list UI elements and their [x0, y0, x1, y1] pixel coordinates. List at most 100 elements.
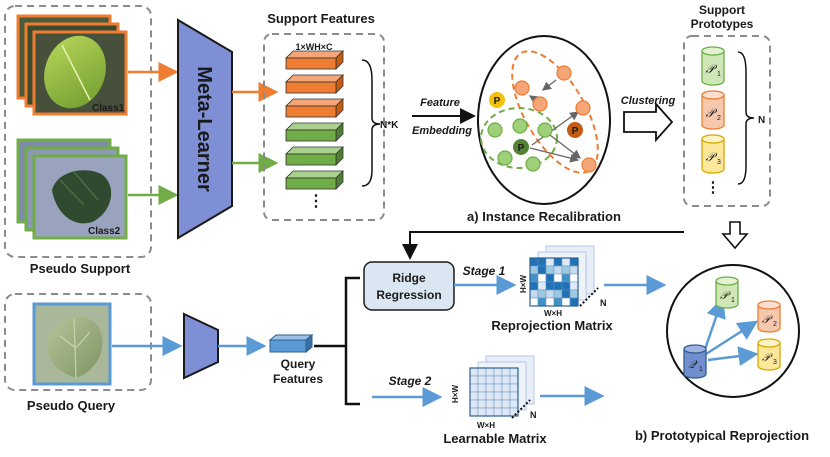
feature-bar [285, 170, 344, 190]
svg-text:P: P [518, 143, 525, 154]
matrix-cell [529, 297, 539, 307]
matrix-cell [537, 273, 547, 283]
reproj-proto-3: 𝒫 3 [757, 338, 781, 371]
reprojection-matrix: H×W W×H N Reprojection Matrix [491, 245, 613, 333]
matrix-cell [553, 281, 563, 291]
feature-label: Feature [420, 97, 460, 109]
support-prototypes-title-2: Prototypes [691, 17, 754, 31]
n-label: N [758, 115, 765, 126]
instance-recalibration-panel: P P P a) Instance Recalibration [467, 35, 621, 224]
support-features-title: Support Features [267, 11, 375, 26]
matrix-cell [509, 407, 519, 417]
matrix-cell [553, 297, 563, 307]
feature-bar [285, 98, 344, 118]
matrix-cell [509, 391, 519, 401]
matrix-cell [469, 383, 479, 393]
green-cluster-boundary [480, 107, 558, 169]
matrix-cell [553, 257, 563, 267]
feature-ellipsis: ⋮ [308, 193, 324, 210]
matrix-cell [569, 273, 579, 283]
p-marker-orange: P [567, 122, 583, 138]
svg-text:2: 2 [717, 115, 721, 122]
matrix-cell [477, 383, 487, 393]
matrix-cell [469, 367, 479, 377]
svg-text:1: 1 [717, 71, 721, 78]
prototypical-reprojection-panel: 𝒫 1 𝒫 2 𝒫 3 𝒬 1 b) Prototypical Reprojec… [635, 264, 809, 443]
matrix-cell [545, 281, 555, 291]
ridge-label-2: Regression [376, 288, 441, 302]
feature-bar [285, 74, 344, 94]
matrix-cell [561, 297, 571, 307]
prototype-to-ridge-connector [402, 231, 684, 260]
feature-dim-label: 1×WH×C [295, 42, 333, 52]
matrix-cell [545, 289, 555, 299]
matrix-cell [477, 399, 487, 409]
class1-image-stack: Class1 [16, 14, 128, 116]
meta-learner-block: Meta-Learner [177, 18, 233, 240]
prototype-cylinder-3: 𝒫 3 [701, 134, 725, 174]
leaf-image-class2 [52, 170, 112, 224]
svg-text:3: 3 [773, 359, 777, 366]
ridge-regression-box: Ridge Regression [363, 261, 455, 311]
matrix-cell [485, 367, 495, 377]
matrix-cell [529, 273, 539, 283]
matrix-cell [469, 407, 479, 417]
prototype-down-arrow [721, 221, 749, 250]
matrix-cell [509, 375, 519, 385]
stage2-label: Stage 2 [389, 374, 432, 388]
reproj-n-label: N [600, 298, 607, 308]
svg-text:𝒬: 𝒬 [688, 359, 698, 371]
matrix-cell [493, 383, 503, 393]
reproj-proto-1: 𝒫 1 [715, 276, 739, 309]
matrix-cell [501, 367, 511, 377]
query-features-label-1: Query [281, 357, 316, 371]
green-instance [537, 122, 553, 138]
learn-wxh-label: W×H [477, 421, 495, 430]
green-instance [497, 150, 513, 166]
matrix-cell [501, 375, 511, 385]
stage1-label: Stage 1 [463, 264, 506, 278]
learn-n-label: N [530, 410, 537, 420]
orange-instance [575, 100, 591, 116]
svg-text:𝒫: 𝒫 [762, 352, 773, 364]
embedding-label: Embedding [412, 125, 472, 137]
feature-bar [285, 146, 344, 166]
ridge-label-1: Ridge [392, 271, 426, 285]
svg-text:P: P [494, 96, 501, 107]
matrix-cell [469, 375, 479, 385]
svg-text:1: 1 [731, 297, 735, 304]
matrix-cell [529, 257, 539, 267]
svg-text:3: 3 [717, 159, 721, 166]
clustering-arrow [623, 101, 674, 143]
class1-label: Class1 [92, 103, 125, 114]
matrix-cell [477, 391, 487, 401]
green-instance [512, 118, 528, 134]
matrix-cell [477, 367, 487, 377]
matrix-cell [485, 383, 495, 393]
orange-instance [556, 65, 572, 81]
pseudo-query-label: Pseudo Query [27, 398, 116, 413]
pseudo-query-panel: Pseudo Query [4, 293, 152, 413]
svg-text:1: 1 [699, 366, 703, 373]
n-brace [737, 51, 755, 185]
meta-learner-label: Meta-Learner [193, 66, 215, 192]
feature-bar [285, 122, 344, 142]
class2-label: Class2 [88, 226, 121, 237]
matrix-cell [485, 407, 495, 417]
feature-bars [285, 50, 344, 190]
query-feature-bar [268, 333, 314, 354]
branch-bracket [314, 276, 360, 406]
matrix-cell [477, 407, 487, 417]
query-features-label-2: Features [273, 372, 323, 386]
class2-image-stack: Class2 [16, 138, 128, 240]
matrix-cell [561, 289, 571, 299]
matrix-cell [569, 281, 579, 291]
matrix-cell [545, 257, 555, 267]
matrix-cell [477, 375, 487, 385]
matrix-cell [553, 289, 563, 299]
pseudo-support-panel: Class1 Class2 Pseudo Support [4, 5, 152, 276]
green-instance [487, 122, 503, 138]
matrix-cell [545, 273, 555, 283]
svg-text:P: P [572, 126, 579, 137]
